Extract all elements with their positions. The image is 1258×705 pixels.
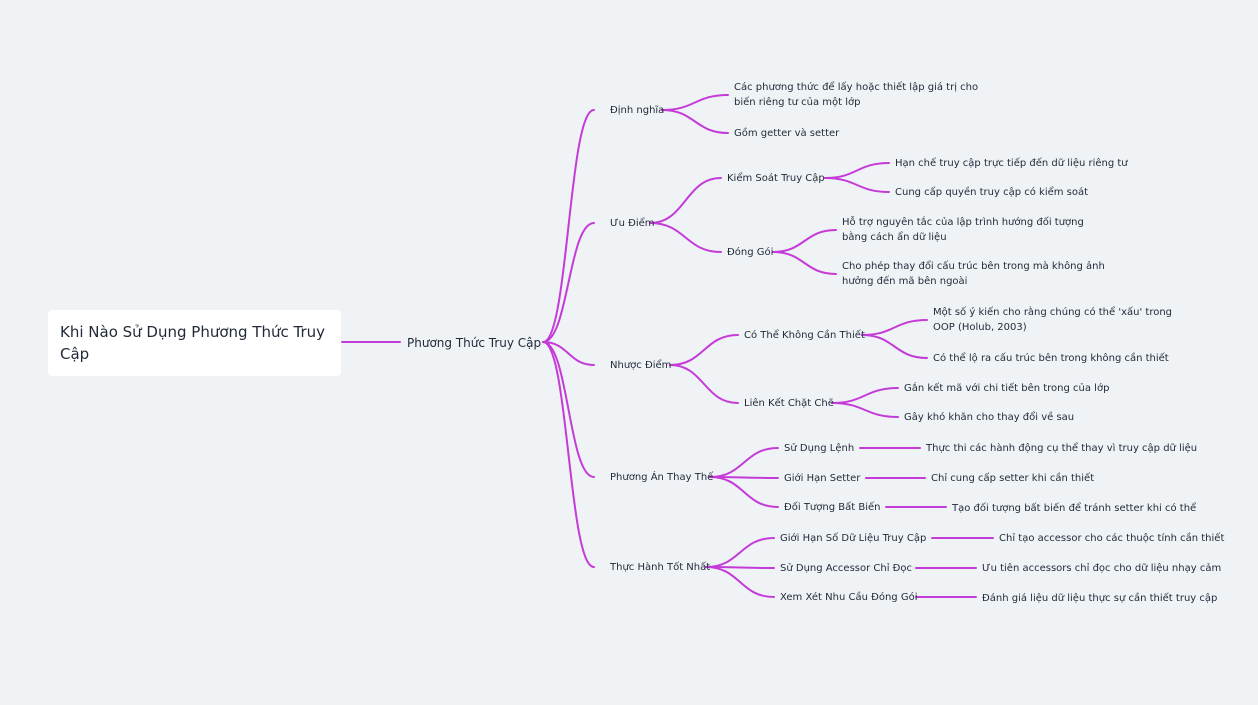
edge-leaf-1-0-0	[824, 162, 890, 179]
branch-0-child-0[interactable]: Các phương thức để lấy hoặc thiết lập gi…	[734, 82, 979, 108]
leaf-4-0-0[interactable]: Chỉ tạo accessor cho các thuộc tính cần …	[999, 533, 1225, 544]
branch-2-child-1[interactable]: Liên Kết Chặt Chẽ	[744, 398, 834, 409]
edge-main-branch-3	[542, 341, 595, 478]
edge-leaf-2-1-1	[831, 402, 899, 418]
edge-branch-2-child-1	[669, 364, 739, 404]
leaf-1-0-1[interactable]: Cung cấp quyền truy cập có kiểm soát	[895, 187, 1089, 198]
branch-3-child-1[interactable]: Giới Hạn Setter	[784, 473, 861, 484]
leaf-4-1-0[interactable]: Ưu tiên accessors chỉ đọc cho dữ liệu nh…	[982, 563, 1222, 574]
leaf-3-2-0[interactable]: Tạo đối tượng bất biến để tránh setter k…	[952, 503, 1197, 514]
edge-leaf-1-1-1	[772, 251, 837, 275]
edge-leaf-1-0-1	[824, 177, 890, 193]
leaf-4-2-0[interactable]: Đánh giá liệu dữ liệu thực sự cần thiết …	[982, 593, 1218, 604]
branch-4-child-1[interactable]: Sử Dụng Accessor Chỉ Đọc	[780, 563, 913, 574]
branch-1-child-1[interactable]: Đóng Gói	[727, 247, 774, 258]
main-topic[interactable]: Phương Thức Truy Cập	[407, 336, 542, 350]
leaf-2-0-1[interactable]: Có thể lộ ra cấu trúc bên trong không cầ…	[933, 353, 1169, 364]
edge-branch-0-child-1	[661, 109, 729, 134]
root-topic[interactable]: Khi Nào Sử Dụng Phương Thức Truy Cập	[48, 310, 341, 376]
edge-leaf-2-0-1	[861, 334, 928, 359]
branch-4-child-2[interactable]: Xem Xét Nhu Cầu Đóng Gói	[780, 592, 918, 603]
leaf-1-1-0[interactable]: Hỗ trợ nguyên tắc của lập trình hướng đố…	[842, 217, 1084, 243]
edge-main-branch-2	[542, 341, 595, 366]
edge-branch-1-child-1	[649, 222, 722, 253]
edge-branch-4-child-2	[705, 566, 775, 598]
branch-3-child-2[interactable]: Đối Tượng Bất Biến	[784, 502, 881, 513]
leaf-2-1-0[interactable]: Gắn kết mã với chi tiết bên trong của lớ…	[904, 383, 1110, 394]
branch-4[interactable]: Thực Hành Tốt Nhất	[610, 562, 711, 573]
branch-2[interactable]: Nhược Điểm	[610, 360, 672, 371]
leaf-2-1-1[interactable]: Gây khó khăn cho thay đổi về sau	[904, 412, 1075, 423]
edge-branch-3-child-0	[709, 447, 779, 478]
branch-3[interactable]: Phương Án Thay Thế	[610, 472, 714, 483]
leaf-1-1-1[interactable]: Cho phép thay đổi cấu trúc bên trong mà …	[842, 261, 1105, 287]
edge-branch-3-child-2	[709, 476, 779, 508]
leaf-1-0-0[interactable]: Hạn chế truy cập trực tiếp đến dữ liệu r…	[895, 158, 1128, 169]
edge-leaf-2-0-0	[861, 319, 928, 336]
leaf-2-0-0[interactable]: Một số ý kiến cho rằng chúng có thể 'xấu…	[933, 307, 1173, 333]
edge-branch-2-child-0	[669, 334, 739, 366]
branch-1-child-0[interactable]: Kiểm Soát Truy Cập	[727, 173, 825, 184]
edge-leaf-1-1-0	[772, 229, 837, 253]
branch-4-child-0[interactable]: Giới Hạn Số Dữ Liệu Truy Cập	[780, 533, 927, 544]
edge-branch-4-child-0	[705, 537, 775, 568]
edge-main-branch-4	[542, 341, 595, 568]
branch-0[interactable]: Định nghĩa	[610, 105, 665, 116]
edge-branch-1-child-0	[649, 177, 722, 224]
edge-main-branch-1	[542, 222, 595, 343]
edge-branch-0-child-0	[661, 94, 729, 111]
root-topic-label: Khi Nào Sử Dụng Phương Thức Truy Cập	[60, 323, 326, 363]
branch-0-child-1[interactable]: Gồm getter và setter	[734, 128, 840, 139]
edge-leaf-2-1-0	[831, 387, 899, 404]
leaf-3-1-0[interactable]: Chỉ cung cấp setter khi cần thiết	[931, 473, 1095, 484]
branch-1[interactable]: Ưu Điểm	[610, 218, 655, 229]
leaf-3-0-0[interactable]: Thực thi các hành động cụ thể thay vì tr…	[926, 443, 1198, 454]
edge-main-branch-0	[542, 109, 595, 343]
branch-3-child-0[interactable]: Sử Dụng Lệnh	[784, 443, 855, 454]
branch-2-child-0[interactable]: Có Thể Không Cần Thiết	[744, 330, 865, 341]
